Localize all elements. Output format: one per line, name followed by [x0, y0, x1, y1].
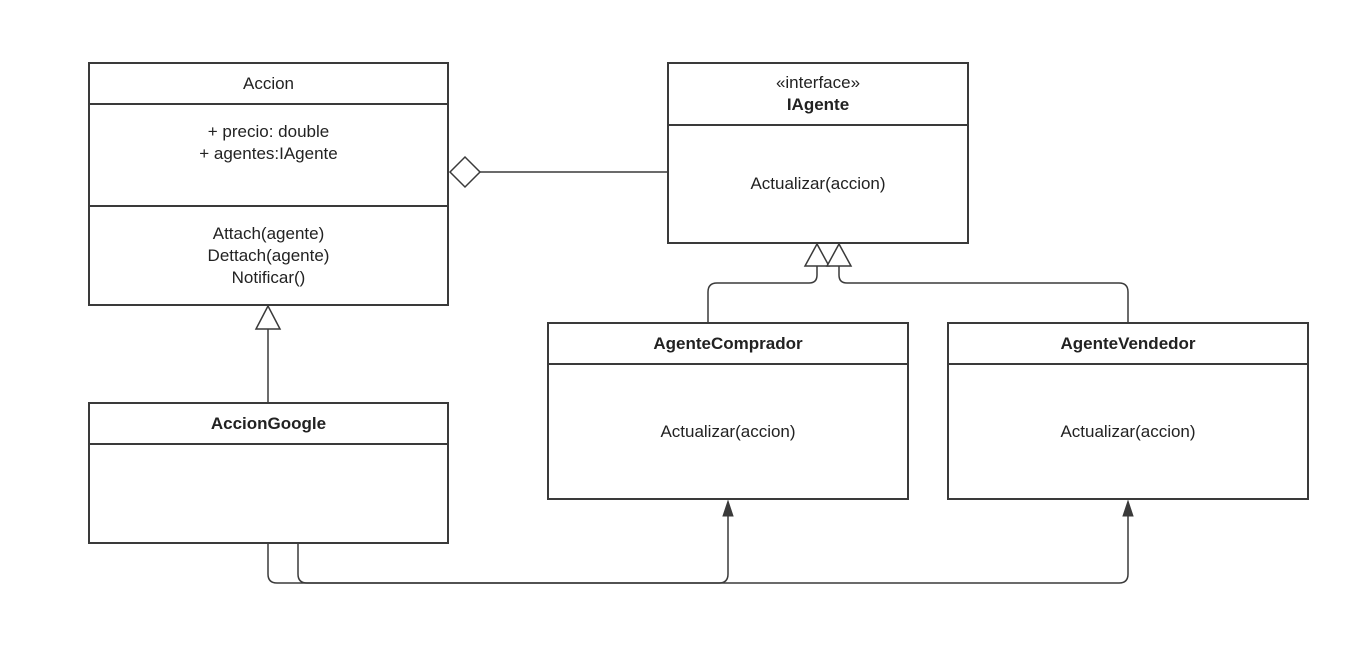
- class-header: «interface» IAgente: [669, 64, 967, 124]
- methods-compartment: Actualizar(accion): [669, 124, 967, 242]
- method: Actualizar(accion): [1060, 421, 1196, 441]
- methods-compartment: Actualizar(accion): [549, 363, 907, 498]
- class-accion-google[interactable]: AccionGoogle: [88, 402, 449, 544]
- class-name: Accion: [242, 73, 295, 93]
- class-name: IAgente: [786, 95, 850, 114]
- realization-comprador-iagente[interactable]: [707, 242, 831, 323]
- realization-triangle-icon: [825, 242, 853, 267]
- class-name: AgenteComprador: [653, 333, 803, 353]
- attributes-compartment: + precio: double + agentes:IAgente: [90, 103, 447, 205]
- aggregation-accion-iagente[interactable]: [448, 155, 668, 189]
- class-accion[interactable]: Accion + precio: double + agentes:IAgent…: [88, 62, 449, 306]
- attribute: + precio: double: [207, 122, 330, 141]
- inheritance-triangle-icon: [254, 304, 282, 330]
- methods-compartment: Actualizar(accion): [949, 363, 1307, 498]
- stereotype: «interface»: [775, 73, 861, 92]
- arrowhead-icon: [1122, 499, 1134, 517]
- class-name: AgenteVendedor: [1060, 333, 1196, 353]
- inheritance-accion-google-accion[interactable]: [254, 304, 282, 403]
- method: Attach(agente): [212, 224, 325, 243]
- arrowhead-icon: [722, 499, 734, 517]
- method: Notificar(): [231, 268, 306, 287]
- class-header: Accion: [90, 64, 447, 103]
- method: Actualizar(accion): [750, 174, 886, 193]
- method: Dettach(agente): [207, 246, 330, 265]
- methods-compartment: Attach(agente) Dettach(agente) Notificar…: [90, 205, 447, 304]
- class-header: AgenteComprador: [549, 324, 907, 363]
- body-compartment: [90, 443, 447, 542]
- class-name: AccionGoogle: [210, 413, 327, 433]
- class-iagente[interactable]: «interface» IAgente Actualizar(accion): [667, 62, 969, 244]
- realization-vendedor-iagente[interactable]: [825, 242, 1129, 323]
- aggregation-diamond-icon: [448, 155, 482, 189]
- class-header: AgenteVendedor: [949, 324, 1307, 363]
- class-agente-comprador[interactable]: AgenteComprador Actualizar(accion): [547, 322, 909, 500]
- association-google-vendedor[interactable]: [267, 499, 1134, 584]
- class-agente-vendedor[interactable]: AgenteVendedor Actualizar(accion): [947, 322, 1309, 500]
- realization-triangle-icon: [803, 242, 831, 267]
- class-header: AccionGoogle: [90, 404, 447, 443]
- method: Actualizar(accion): [660, 421, 796, 441]
- attribute: + agentes:IAgente: [199, 144, 338, 163]
